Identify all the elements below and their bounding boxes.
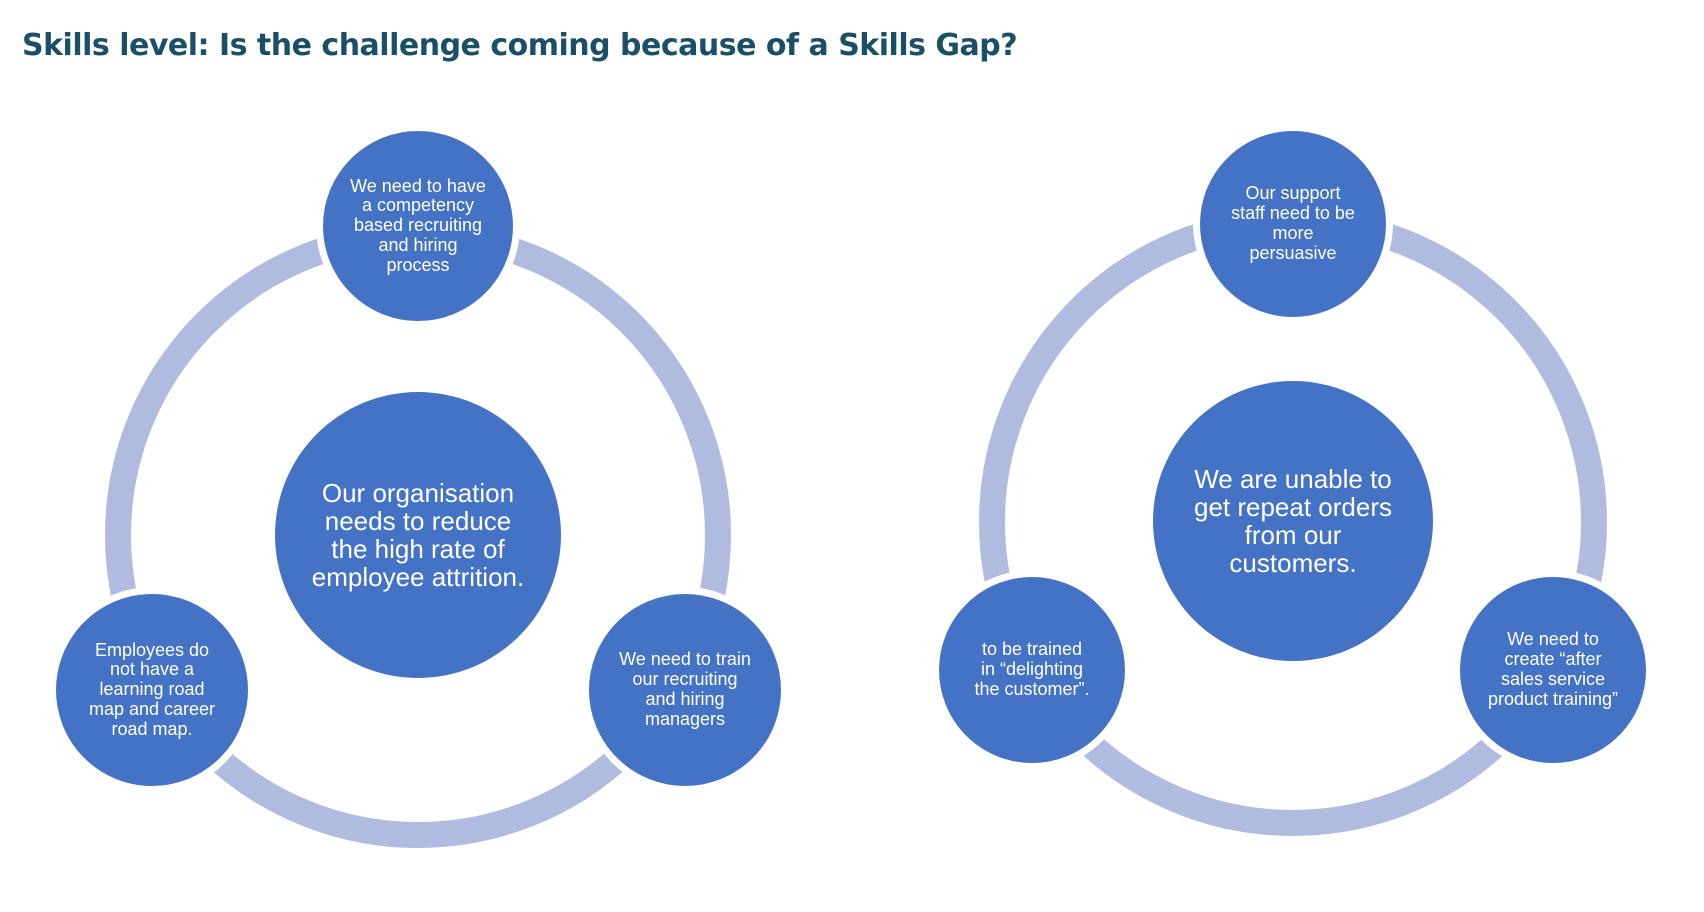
left-bottom-left-text: Employees do not have a learning road ma… — [88, 639, 216, 739]
left-bottom-right-text: We need to train our recruiting and hiri… — [619, 649, 751, 729]
right-top-node: Our support staff need to be more persua… — [1193, 124, 1393, 324]
left-top-text: We need to have a competency based recru… — [350, 175, 486, 275]
right-center-node: We are unable to get repeat orders from … — [1153, 381, 1433, 661]
left-center-node: Our organisation needs to reduce the hig… — [275, 392, 561, 678]
page-title: Skills level: Is the challenge coming be… — [22, 28, 1018, 63]
left-bottom-right-node: We need to train our recruiting and hiri… — [582, 587, 788, 793]
right-center-text: We are unable to get repeat orders from … — [1193, 463, 1392, 579]
left-top-node: We need to have a competency based recru… — [316, 124, 520, 328]
right-bottom-right-node: We need to create “after sales service p… — [1453, 570, 1653, 770]
right-top-text: Our support staff need to be more persua… — [1231, 183, 1355, 263]
left-bottom-left-node: Employees do not have a learning road ma… — [49, 587, 255, 793]
right-bottom-left-node: to be trained in “delighting the custome… — [932, 570, 1132, 770]
left-center-text: Our organisation needs to reduce the hig… — [311, 477, 525, 593]
right-bottom-right-text: We need to create “after sales service p… — [1487, 629, 1619, 709]
right-bottom-left-text: to be trained in “delighting the custome… — [974, 639, 1090, 699]
